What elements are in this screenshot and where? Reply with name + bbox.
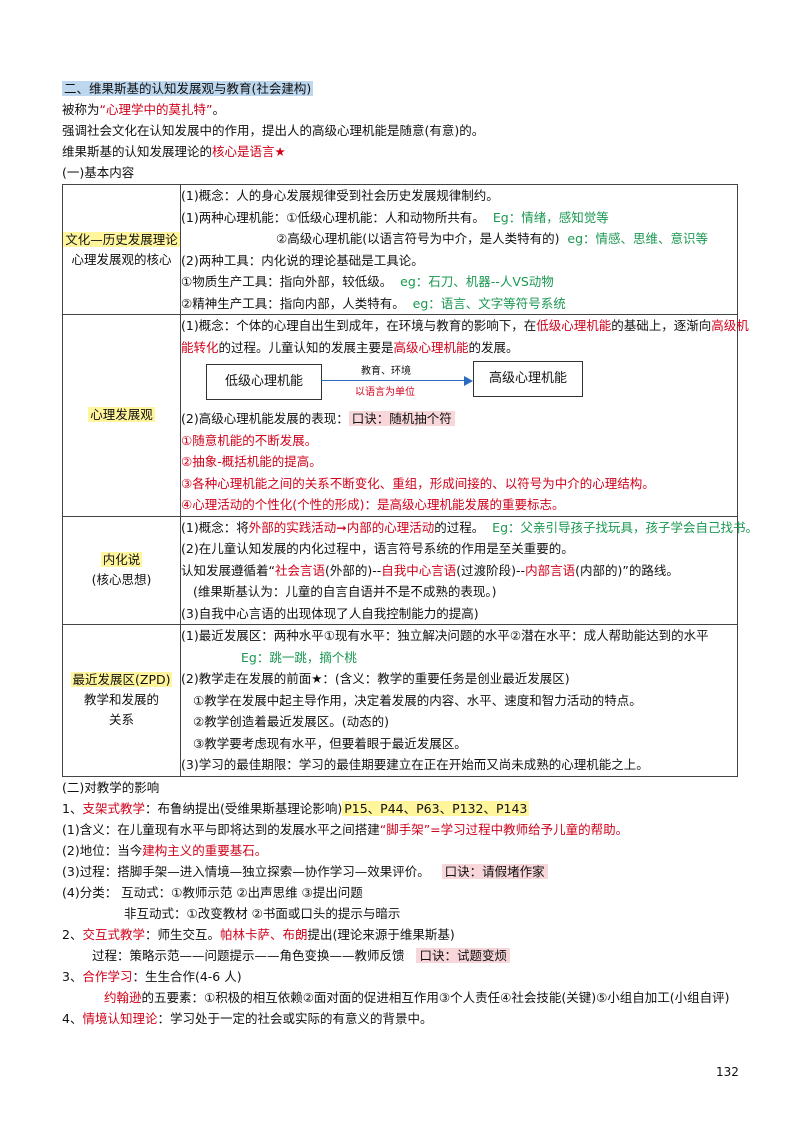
row-label-cell: 最近发展区(ZPD) 教学和发展的 关系 xyxy=(62,624,181,777)
nickname-line: 被称为“心理学中的莫扎特”。 xyxy=(62,102,225,117)
page-title: 二、维果斯基的认知发展观与教育(社会建构) xyxy=(62,81,314,96)
mnemonic-badge: 口诀：随机抽个符 xyxy=(348,411,455,426)
core-line: 维果斯基的认知发展理论的核心是语言★ xyxy=(62,144,286,159)
subsection-title: (二)对教学的影响 xyxy=(62,779,160,795)
page-references: P15、P44、P63、P132、P143 xyxy=(342,800,530,816)
row-label-cell: 心理发展观 xyxy=(62,314,181,517)
document-page: 二、维果斯基的认知发展观与教育(社会建构) 被称为“心理学中的莫扎特”。 强调社… xyxy=(62,78,758,1029)
high-function-box: 高级心理机能 xyxy=(473,361,583,397)
basic-content-table: 文化—历史发展理论 心理发展观的核心 (1)概念：人的身心发展规律受到社会历史发… xyxy=(62,184,758,777)
table-row: 心理发展观 (1)概念：个体的心理自出生到成年，在环境与教育的影响下，在低级心理… xyxy=(62,314,749,517)
mnemonic-badge: 口诀：请假堵作家 xyxy=(441,863,548,879)
row-label-cell: 文化—历史发展理论 心理发展观的核心 xyxy=(62,184,181,315)
table-row: 内化说 (核心思想) (1)概念：将外部的实践活动➞内部的心理活动的过程。 Eg… xyxy=(62,515,758,625)
list-item: 4、情境认知理论：学习处于一定的社会或实际的有意义的背景中。 xyxy=(62,1010,433,1026)
arrow-line xyxy=(321,380,467,381)
row-label-cell: 内化说 (核心思想) xyxy=(62,515,181,625)
list-item: 1、支架式教学：布鲁纳提出(受维果斯基理论影响)P15、P44、P63、P132… xyxy=(62,800,530,816)
arrow-label-top: 教育、环境 xyxy=(361,366,411,377)
nickname: “心理学中的莫扎特” xyxy=(99,102,213,117)
page-number: 132 xyxy=(716,1065,739,1079)
list-item: 2、交互式教学：师生交互。帕林卡萨、布朗提出(理论来源于维果斯基) xyxy=(62,926,455,942)
core-value: 核心是语言★ xyxy=(212,144,286,159)
arrow-right-icon xyxy=(464,376,473,386)
row-content-cell: (1)概念：人的身心发展规律受到社会历史发展规律制约。 (1)两种心理机能：①低… xyxy=(180,184,738,315)
mnemonic-badge: 口诀：试题变烦 xyxy=(416,947,510,963)
list-item: 3、合作学习：生生合作(4-6 人) xyxy=(62,968,242,984)
subsection-title: (一)基本内容 xyxy=(62,165,135,180)
row-content-cell: (1)概念：将外部的实践活动➞内部的心理活动的过程。 Eg：父亲引导孩子找玩具，… xyxy=(180,515,758,625)
section-heading: 二、维果斯基的认知发展观与教育(社会建构) xyxy=(62,78,738,99)
table-row: 文化—历史发展理论 心理发展观的核心 (1)概念：人的身心发展规律受到社会历史发… xyxy=(62,184,738,315)
table-row: 最近发展区(ZPD) 教学和发展的 关系 (1)最近发展区：两种水平①现有水平：… xyxy=(62,624,738,777)
emphasis-line: 强调社会文化在认知发展中的作用，提出人的高级心理机能是随意(有意)的。 xyxy=(62,123,485,138)
row-content-cell: (1)概念：个体的心理自出生到成年，在环境与教育的影响下，在低级心理机能的基础上… xyxy=(180,314,749,517)
development-diagram: 低级心理机能 教育、环境 以语言为单位 高级心理机能 xyxy=(181,360,737,404)
row-content-cell: (1)最近发展区：两种水平①现有水平：独立解决问题的水平②潜在水平：成人帮助能达… xyxy=(180,624,738,777)
arrow-label-bottom: 以语言为单位 xyxy=(355,387,415,398)
low-function-box: 低级心理机能 xyxy=(206,364,322,400)
